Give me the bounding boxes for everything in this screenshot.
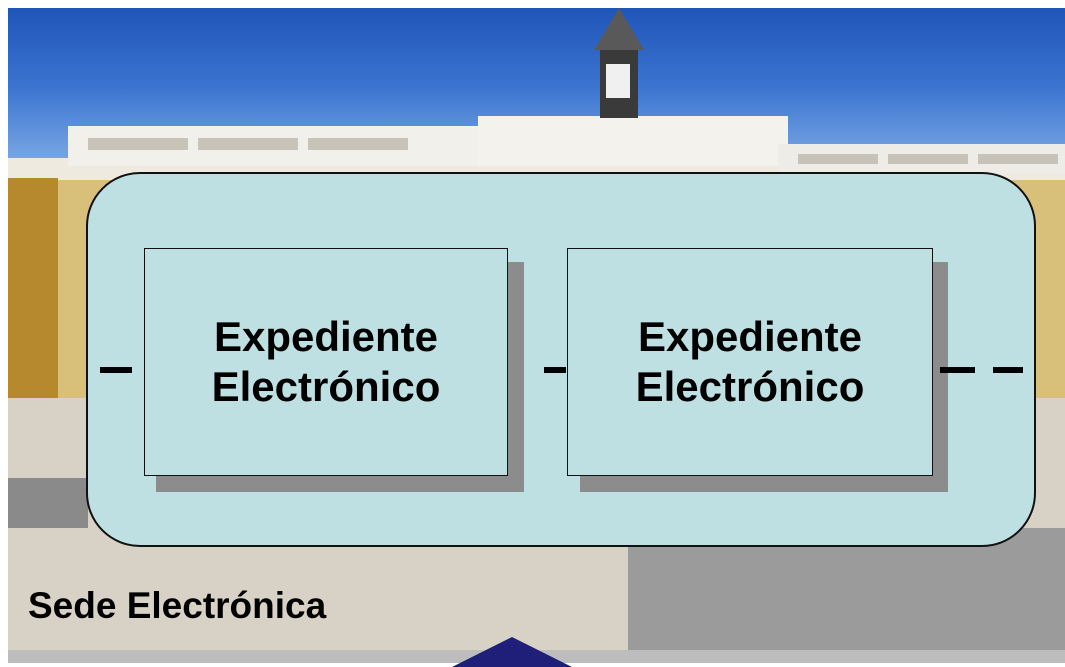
box-2-line-2: Electrónico [635,363,865,410]
box-2-text: Expediente Electrónico [636,312,865,413]
box-1-line-2: Electrónico [211,363,441,410]
connector-dash-left [100,367,132,373]
central-pediment [478,116,788,166]
shadow [628,528,1065,650]
box-1-line-1: Expediente [213,312,439,360]
tower-spire [594,8,644,50]
connector-dash-right-1 [940,367,975,373]
connector-dash-right-2 [993,367,1023,373]
left-building [8,178,58,408]
box-2-line-1: Expediente [637,312,863,360]
connector-dash-middle [544,367,566,373]
expediente-box-1: Expediente Electrónico [144,248,508,476]
arrow-up-icon [452,637,572,667]
sede-caption: Sede Electrónica [28,585,327,626]
box-1-text: Expediente Electrónico [212,312,441,413]
expediente-box-2: Expediente Electrónico [567,248,933,476]
bench [8,478,88,528]
